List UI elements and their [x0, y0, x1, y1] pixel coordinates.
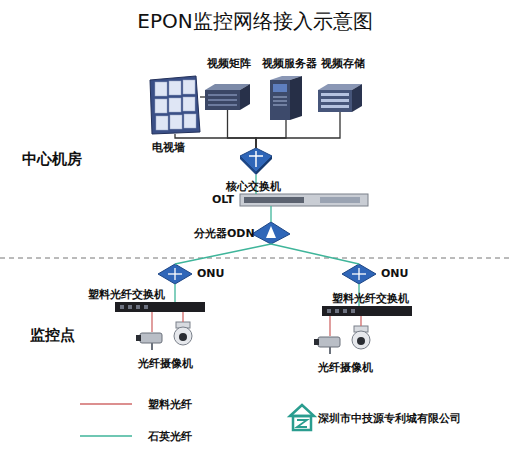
connector-line	[228, 110, 257, 148]
connector-line	[174, 284, 175, 302]
device-label: 分光器ODN	[194, 227, 255, 240]
video-storage-icon	[318, 84, 362, 112]
device-label: 视频矩阵	[207, 57, 251, 70]
diagram-title: EPON监控网络接入示意图	[0, 8, 510, 34]
area-label: 深圳市中技源专利城有限公司	[318, 412, 461, 426]
device-node: 光纤摄像机	[314, 326, 377, 354]
device-label: OLT	[212, 193, 234, 206]
device-node: 视频矩阵	[205, 84, 250, 110]
device-node: OLT	[240, 194, 368, 206]
video-server-icon	[270, 76, 302, 120]
legend-text: 塑料光纤	[148, 397, 192, 412]
camera-icon	[136, 322, 370, 354]
device-node: ONU	[342, 264, 376, 284]
connector-line	[256, 120, 286, 148]
device-label: ONU	[197, 267, 225, 280]
connector-line	[152, 312, 183, 332]
device-node: 电视墙	[150, 76, 200, 134]
device-node: 光纤摄像机	[136, 322, 199, 350]
connector-line	[200, 96, 205, 97]
connector-line	[256, 112, 340, 148]
splitter-icon	[252, 222, 290, 244]
connector-line	[271, 244, 359, 264]
device-label: 核心交换机	[226, 180, 281, 193]
separator-line	[0, 258, 510, 259]
legend-line-sample	[80, 435, 132, 437]
area-label: 中心机房	[22, 150, 82, 169]
connector-line	[270, 206, 271, 222]
connector-line	[175, 134, 256, 148]
device-node: ONU	[158, 264, 192, 284]
legend-line-sample	[80, 403, 132, 405]
device-label: 电视墙	[152, 141, 185, 154]
device-label: 视频存储	[321, 57, 365, 70]
device-node: 视频服务器	[270, 76, 302, 120]
company-logo	[290, 405, 314, 430]
olt-icon	[240, 194, 368, 206]
device-node: 分光器ODN	[252, 222, 290, 244]
legend-text: 石英光纤	[148, 429, 192, 444]
device-label: ONU	[381, 267, 409, 280]
device-label: 光纤摄像机	[318, 361, 373, 374]
device-label: 塑料光纤交换机	[88, 288, 165, 301]
connector-line	[175, 244, 271, 264]
connector-line	[330, 316, 361, 336]
video-matrix-icon	[205, 84, 250, 110]
device-node: 塑料光纤交换机	[115, 302, 205, 312]
device-label: 视频服务器	[262, 57, 317, 70]
tv-wall-icon	[150, 76, 200, 134]
device-node: 塑料光纤交换机	[322, 306, 412, 316]
area-label: 监控点	[30, 326, 75, 345]
onu-icon	[158, 264, 376, 284]
device-label: 光纤摄像机	[138, 357, 193, 370]
device-node: 视频存储	[318, 84, 362, 112]
device-label: 塑料光纤交换机	[332, 292, 409, 305]
device-node: 核心交换机	[240, 148, 272, 175]
core-switch-icon	[240, 148, 272, 175]
